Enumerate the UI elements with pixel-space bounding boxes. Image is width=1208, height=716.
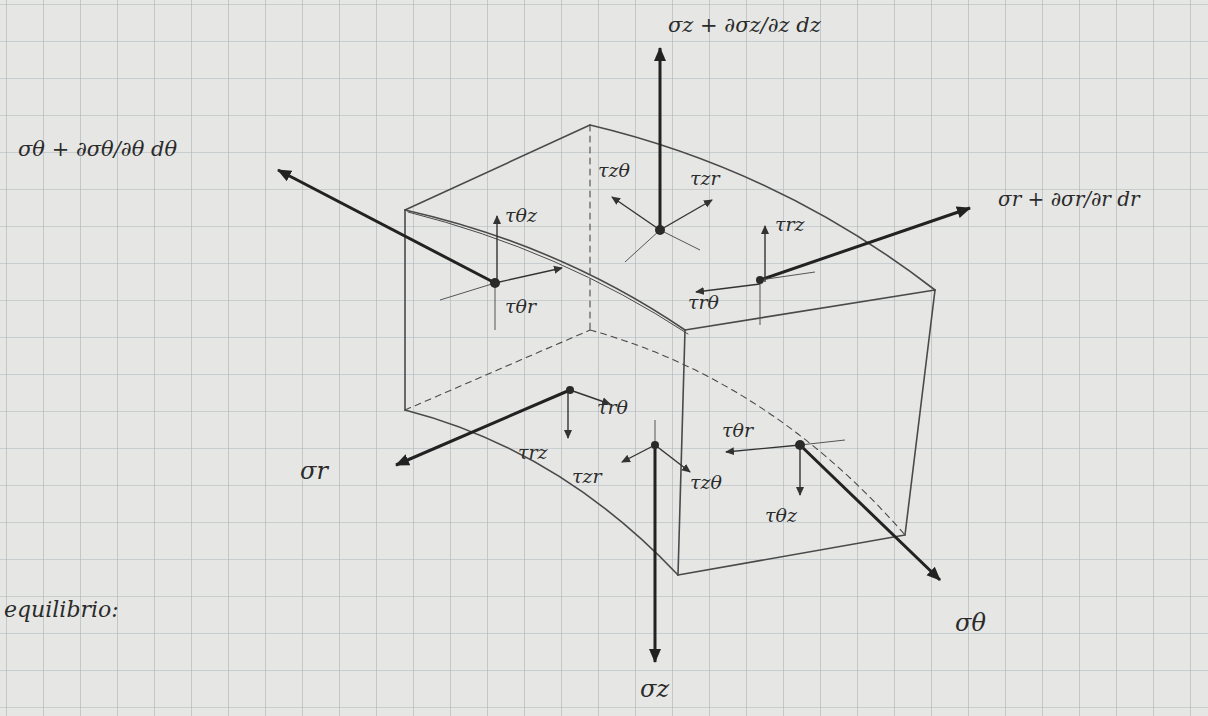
stress-label: τθr (722, 420, 753, 441)
stress-label: τzr (572, 466, 602, 487)
normal-stress-arrows (278, 48, 970, 662)
stress-label: σθ (955, 610, 986, 636)
stress-label: τθz (505, 205, 537, 226)
stress-label: σr + ∂σr/∂r dr (998, 188, 1140, 210)
stress-label: τrθ (688, 292, 719, 313)
stress-label: τrθ (597, 397, 628, 418)
stress-label: τzθ (690, 472, 722, 493)
stress-label: σz (640, 676, 669, 702)
stress-label: τzθ (598, 160, 630, 181)
block-outline (405, 125, 935, 575)
stress-label: σr (300, 458, 328, 484)
stress-label: σθ + ∂σθ/∂θ dθ (18, 138, 177, 161)
stress-label: τrz (775, 214, 805, 235)
shear-stress-arrows (495, 197, 800, 495)
face-points (490, 225, 805, 450)
stress-label: τzr (690, 168, 720, 189)
face-crosses (440, 230, 845, 445)
stress-label: τrz (518, 442, 548, 463)
stress-label: τθr (505, 296, 536, 317)
note-text: equilibrio: (4, 598, 119, 622)
stress-label: τθz (765, 505, 797, 526)
stress-label: σz + ∂σz/∂z dz (668, 14, 821, 37)
